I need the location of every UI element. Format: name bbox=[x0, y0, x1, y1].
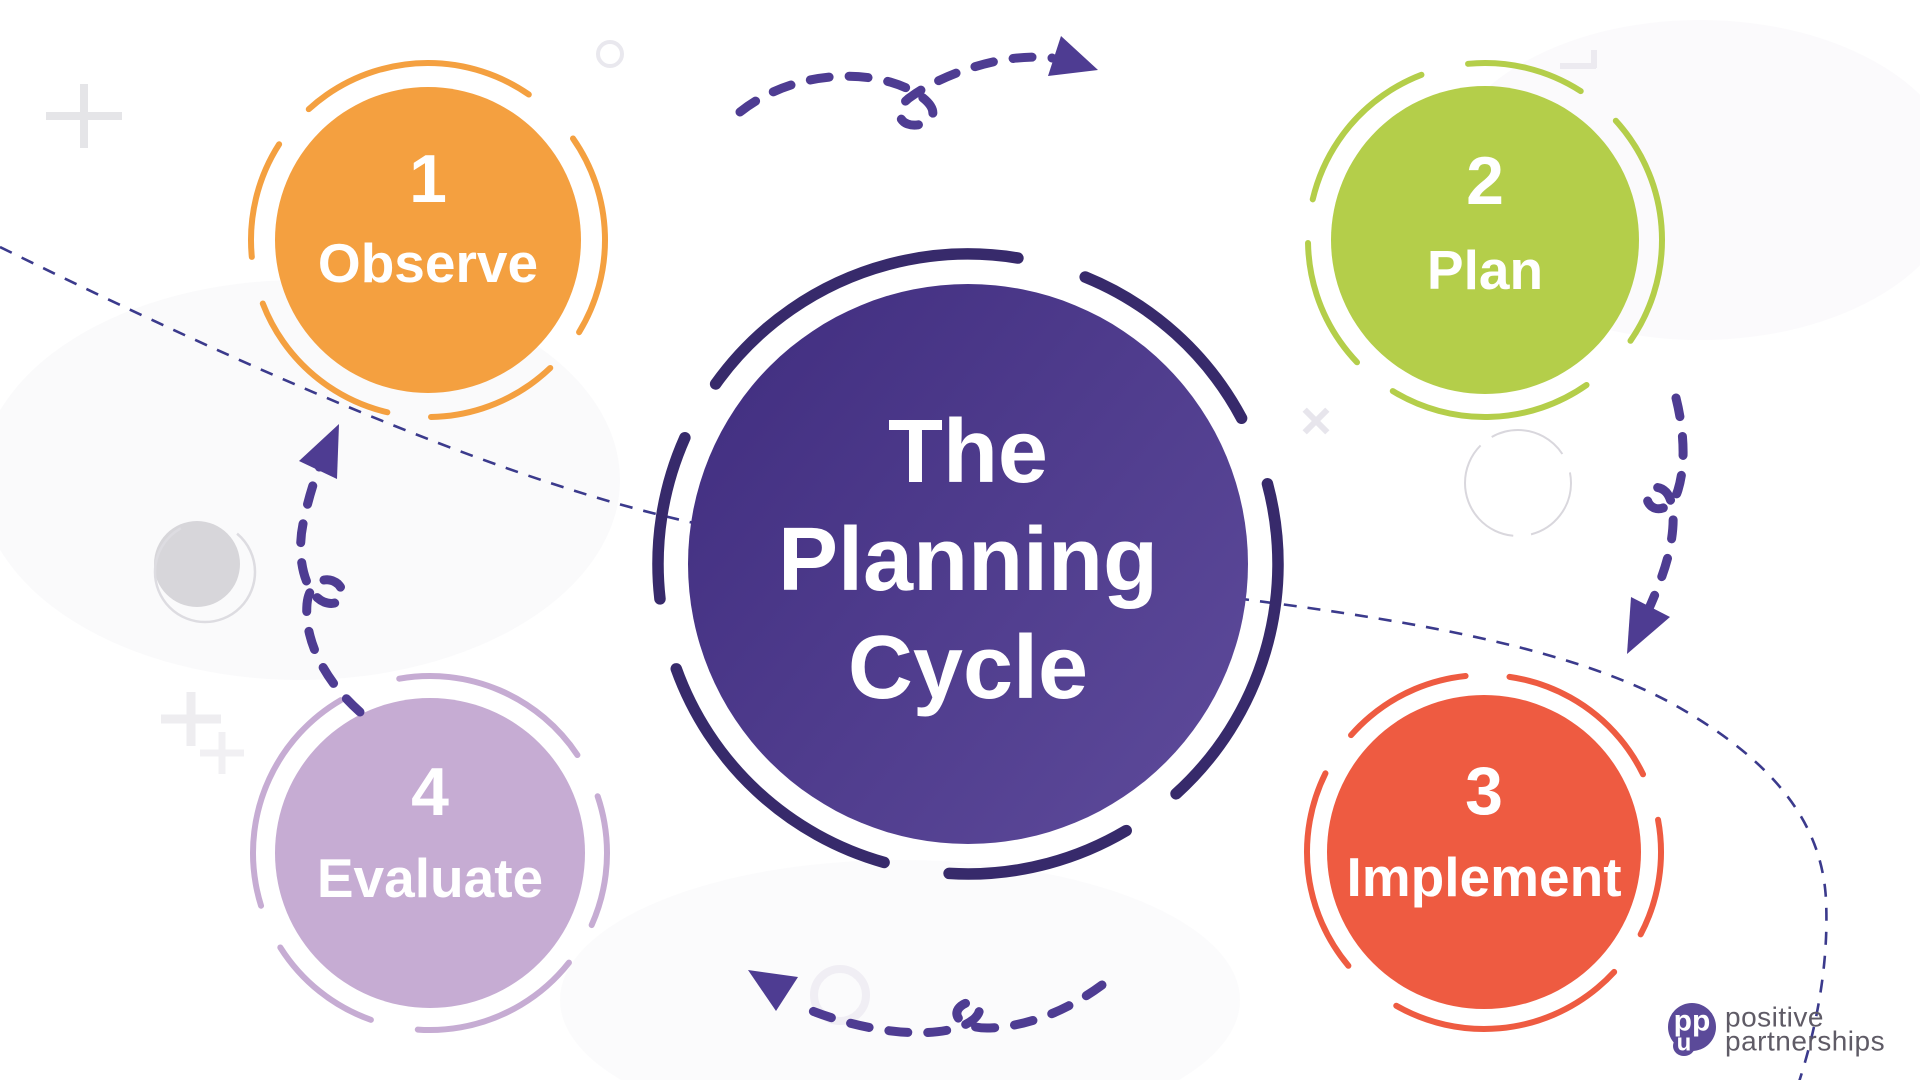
plan-broken-ring bbox=[1305, 60, 1665, 420]
step-circle-implement: 3 Implement bbox=[1304, 672, 1664, 1032]
step-circle-plan: 2 Plan bbox=[1305, 60, 1665, 420]
implement-circle bbox=[1327, 695, 1641, 1009]
guide-dashed-curve bbox=[0, 245, 1828, 1080]
center-title-line2: Planning bbox=[778, 510, 1158, 610]
plus-decoration bbox=[200, 732, 244, 774]
step-circle-observe: 1 Observe bbox=[248, 60, 608, 420]
faint-ring-decoration bbox=[1464, 429, 1572, 537]
faint-ring-decoration bbox=[810, 965, 870, 1025]
positive-partnerships-logo: pp u positive partnerships bbox=[1668, 1002, 1885, 1057]
implement-label: Implement bbox=[1346, 846, 1621, 908]
logo-monogram: pp bbox=[1674, 1005, 1711, 1038]
evaluate-broken-ring bbox=[250, 673, 610, 1033]
arrow-top-head bbox=[1048, 36, 1098, 76]
arrow-right-path bbox=[1632, 393, 1688, 637]
x-decoration bbox=[1302, 407, 1330, 435]
arrow-top-path bbox=[735, 52, 1057, 130]
arrow-plan-to-implement bbox=[1627, 393, 1688, 654]
arrow-bottom-path bbox=[795, 980, 1107, 1038]
arrow-evaluate-to-observe bbox=[296, 424, 365, 717]
observe-label: Observe bbox=[318, 232, 538, 294]
plus-decoration bbox=[46, 84, 122, 148]
plus-decoration bbox=[161, 692, 221, 746]
center-circle bbox=[688, 284, 1248, 844]
logo-monogram-tail: u bbox=[1677, 1030, 1692, 1057]
evaluate-number: 4 bbox=[411, 754, 449, 830]
center-circle-group: The Planning Cycle bbox=[652, 248, 1284, 880]
corner-bracket-decoration bbox=[1560, 50, 1597, 69]
plan-circle bbox=[1331, 86, 1639, 394]
arrow-observe-to-plan bbox=[735, 36, 1098, 130]
implement-number: 3 bbox=[1465, 753, 1503, 829]
arrow-bottom-head bbox=[748, 970, 798, 1011]
evaluate-label: Evaluate bbox=[317, 847, 543, 909]
plan-number: 2 bbox=[1466, 143, 1504, 219]
logo-name-line1: positive bbox=[1725, 1002, 1824, 1033]
center-title-line1: The bbox=[888, 402, 1048, 502]
bg-blob bbox=[560, 860, 1240, 1080]
plan-label: Plan bbox=[1427, 239, 1543, 301]
center-title-line3: Cycle bbox=[848, 618, 1088, 718]
center-broken-ring bbox=[652, 248, 1284, 880]
decorations bbox=[46, 40, 1597, 1025]
gray-ring-decoration bbox=[153, 520, 257, 624]
arrow-left-path bbox=[296, 441, 365, 717]
observe-circle bbox=[275, 87, 581, 393]
observe-broken-ring bbox=[248, 60, 608, 420]
implement-broken-ring bbox=[1304, 672, 1664, 1032]
observe-number: 1 bbox=[409, 141, 447, 217]
arrow-left-head bbox=[299, 424, 339, 479]
logo-badge bbox=[1668, 1003, 1716, 1051]
evaluate-circle bbox=[275, 698, 585, 1008]
logo-name-line2: partnerships bbox=[1725, 1026, 1885, 1057]
arrow-implement-to-evaluate bbox=[748, 970, 1107, 1038]
arrow-right-head bbox=[1627, 597, 1670, 654]
gray-dot-decoration bbox=[154, 521, 240, 607]
small-ring-decoration bbox=[596, 40, 624, 68]
step-circle-evaluate: 4 Evaluate bbox=[250, 673, 610, 1033]
